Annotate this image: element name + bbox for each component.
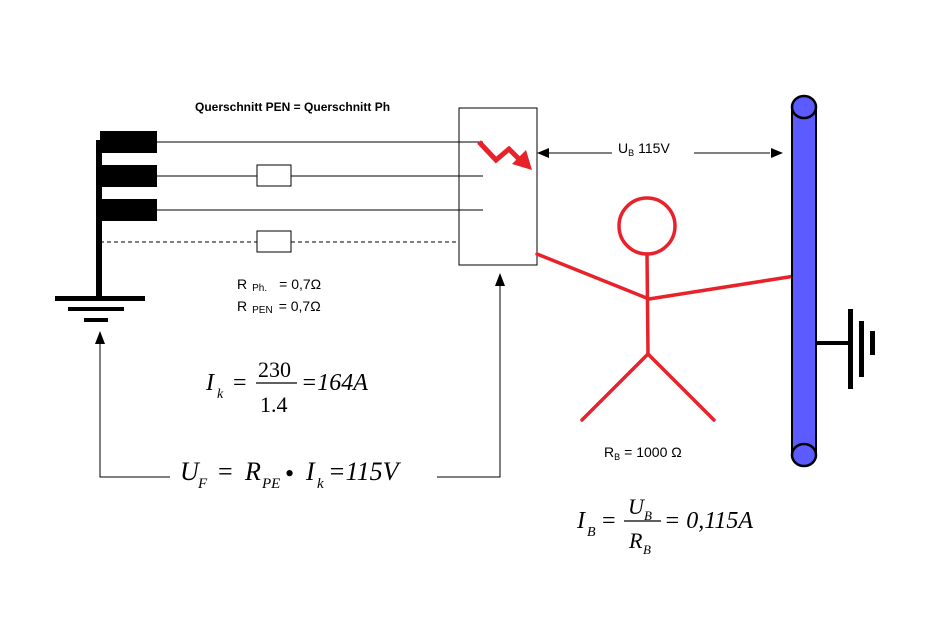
winding-l3 [100, 199, 157, 221]
formula-fault-voltage: U F = R PE • I k =115V [180, 457, 402, 492]
svg-text:=: = [218, 457, 233, 486]
lightning-flash-icon [477, 140, 532, 170]
svg-text:I: I [205, 370, 215, 396]
svg-text:=: = [602, 508, 616, 534]
ground-symbol [55, 296, 145, 322]
svg-text:=115V: =115V [328, 457, 402, 486]
svg-text:F: F [197, 476, 208, 492]
svg-text:B: B [644, 508, 652, 523]
diagram-title: Querschnitt PEN = Querschnitt Ph [195, 100, 390, 114]
svg-text:B: B [587, 525, 596, 540]
svg-text:R: R [244, 457, 261, 486]
device-enclosure [458, 107, 538, 266]
svg-text:k: k [317, 476, 324, 492]
grounded-metal-pipe [790, 94, 875, 468]
svg-text:=: = [233, 370, 247, 396]
star-point-bar [96, 140, 102, 298]
person-right-leg [646, 352, 716, 422]
svg-text:I: I [305, 457, 316, 486]
person-head [617, 196, 677, 256]
voltage-arrow [537, 148, 783, 158]
ground-plate-2 [859, 321, 864, 377]
svg-text:k: k [217, 387, 224, 402]
svg-text:R: R [628, 528, 643, 553]
formula-body-current: I B = U B R B = 0,115A [576, 494, 753, 557]
svg-text:= 0,115A: = 0,115A [664, 508, 753, 534]
svg-text:U: U [628, 494, 646, 519]
svg-text:I: I [576, 508, 586, 534]
svg-text:B: B [643, 542, 651, 557]
person-body [645, 252, 650, 356]
svg-text:=164A: =164A [301, 370, 368, 396]
resistor-pen [256, 230, 292, 253]
formula-short-circuit-current: I k = 230 1.4 =164A [205, 357, 368, 417]
winding-l2 [100, 165, 157, 187]
svg-text:1.4: 1.4 [260, 392, 288, 417]
phase-lines [100, 141, 483, 243]
resistor-ph [256, 164, 292, 187]
stick-figure-person [535, 196, 797, 422]
person-left-arm [535, 252, 651, 301]
svg-text:•: • [285, 459, 294, 488]
ground-plate-3 [870, 331, 875, 355]
person-left-leg [580, 352, 650, 422]
body-resistance-label: RB= 1000 Ω [604, 444, 682, 462]
winding-l1 [100, 131, 157, 153]
svg-text:U: U [180, 457, 201, 486]
svg-text:230: 230 [258, 357, 291, 382]
fault-voltage-arrows [99, 278, 501, 478]
person-right-arm [647, 274, 797, 301]
svg-text:PE: PE [261, 476, 280, 492]
ground-plate-1 [848, 309, 853, 389]
transformer-windings [96, 131, 157, 298]
